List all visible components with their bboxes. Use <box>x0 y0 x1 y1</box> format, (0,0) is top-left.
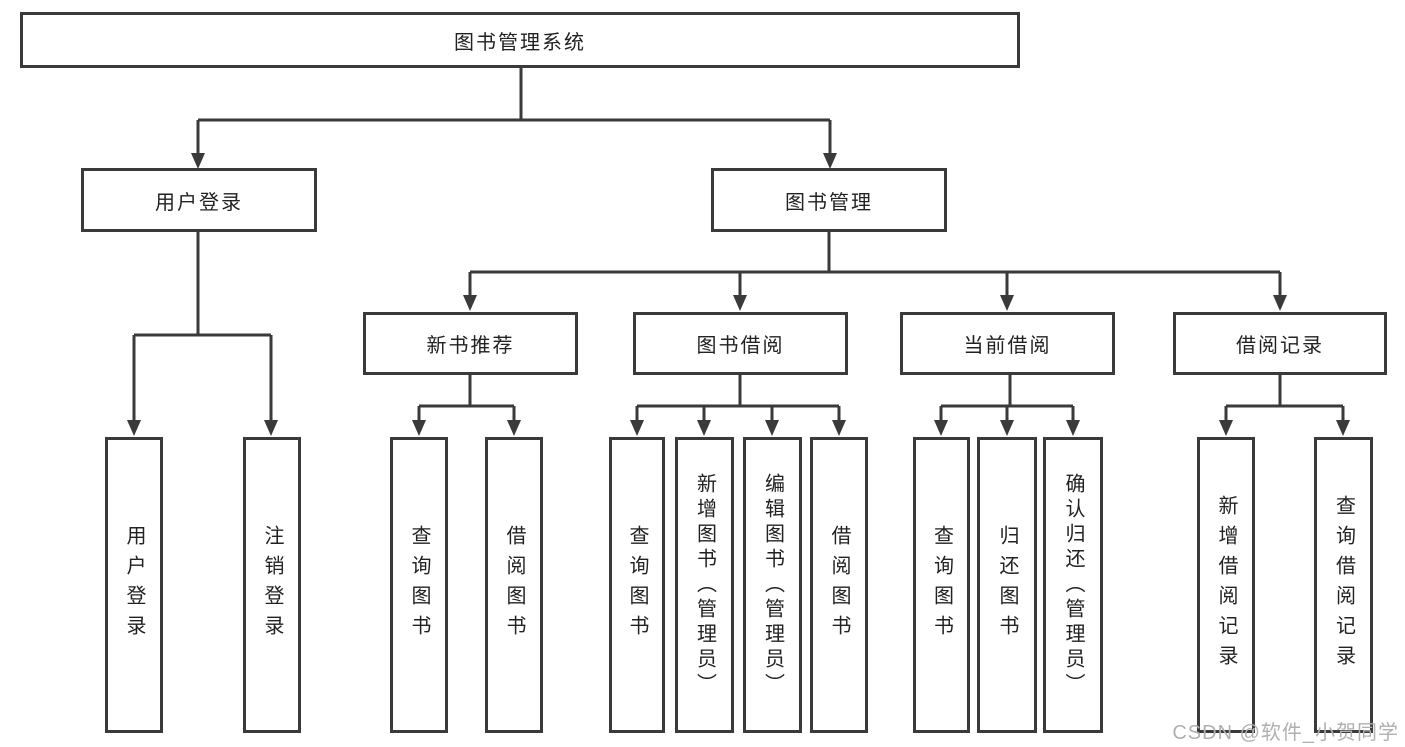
node-user-login-label: 用户登录 <box>155 191 243 214</box>
leaf-logout-label: 注销登录 <box>261 525 283 645</box>
leaf-borrowing-query-book-label: 查询图书 <box>626 525 648 645</box>
leaf-recommend-borrow-book: 借阅图书 <box>485 437 543 733</box>
leaf-user-login: 用户登录 <box>105 437 163 733</box>
node-borrowing-records-label: 借阅记录 <box>1236 335 1324 357</box>
node-root-label: 图书管理系统 <box>454 31 586 54</box>
leaf-borrowing-query-book: 查询图书 <box>609 437 665 733</box>
leaf-current-confirm-return-admin-label: 确认归还（管理员） <box>1062 472 1084 698</box>
leaf-current-return-book-label: 归还图书 <box>996 525 1018 645</box>
node-book-management-label: 图书管理 <box>785 191 873 214</box>
leaf-borrowing-add-book-admin: 新增图书（管理员） <box>675 437 734 733</box>
node-current-borrowing: 当前借阅 <box>900 312 1115 375</box>
leaf-logout: 注销登录 <box>243 437 301 733</box>
leaf-current-return-book: 归还图书 <box>977 437 1037 733</box>
leaf-records-add-record: 新增借阅记录 <box>1197 437 1255 733</box>
leaf-current-confirm-return-admin: 确认归还（管理员） <box>1043 437 1103 733</box>
node-current-borrowing-label: 当前借阅 <box>963 335 1052 357</box>
leaf-borrowing-edit-book-admin: 编辑图书（管理员） <box>743 437 802 733</box>
leaf-recommend-borrow-book-label: 借阅图书 <box>503 525 525 645</box>
leaf-borrowing-add-book-admin-label: 新增图书（管理员） <box>693 472 716 698</box>
leaf-recommend-query-book-label: 查询图书 <box>408 525 430 645</box>
node-book-borrowing: 图书借阅 <box>633 312 848 375</box>
leaf-borrowing-borrow-book-label: 借阅图书 <box>828 525 850 645</box>
leaf-records-query-record: 查询借阅记录 <box>1314 437 1373 733</box>
leaf-user-login-label: 用户登录 <box>123 525 145 645</box>
csdn-watermark: CSDN @软件_小贺同学 <box>1172 722 1399 744</box>
node-new-book-recommend: 新书推荐 <box>363 312 578 375</box>
node-book-borrowing-label: 图书借阅 <box>696 335 785 357</box>
leaf-current-query-book-label: 查询图书 <box>930 525 953 645</box>
leaf-borrowing-borrow-book: 借阅图书 <box>810 437 868 733</box>
node-new-book-recommend-label: 新书推荐 <box>426 335 515 357</box>
leaf-borrowing-edit-book-admin-label: 编辑图书（管理员） <box>761 472 784 698</box>
leaf-current-query-book: 查询图书 <box>913 437 970 733</box>
leaf-recommend-query-book: 查询图书 <box>390 437 448 733</box>
node-book-management: 图书管理 <box>711 168 947 232</box>
leaf-records-query-record-label: 查询借阅记录 <box>1332 495 1355 675</box>
node-borrowing-records: 借阅记录 <box>1173 312 1387 375</box>
node-root: 图书管理系统 <box>20 12 1020 68</box>
leaf-records-add-record-label: 新增借阅记录 <box>1215 495 1237 675</box>
node-user-login: 用户登录 <box>81 168 317 232</box>
